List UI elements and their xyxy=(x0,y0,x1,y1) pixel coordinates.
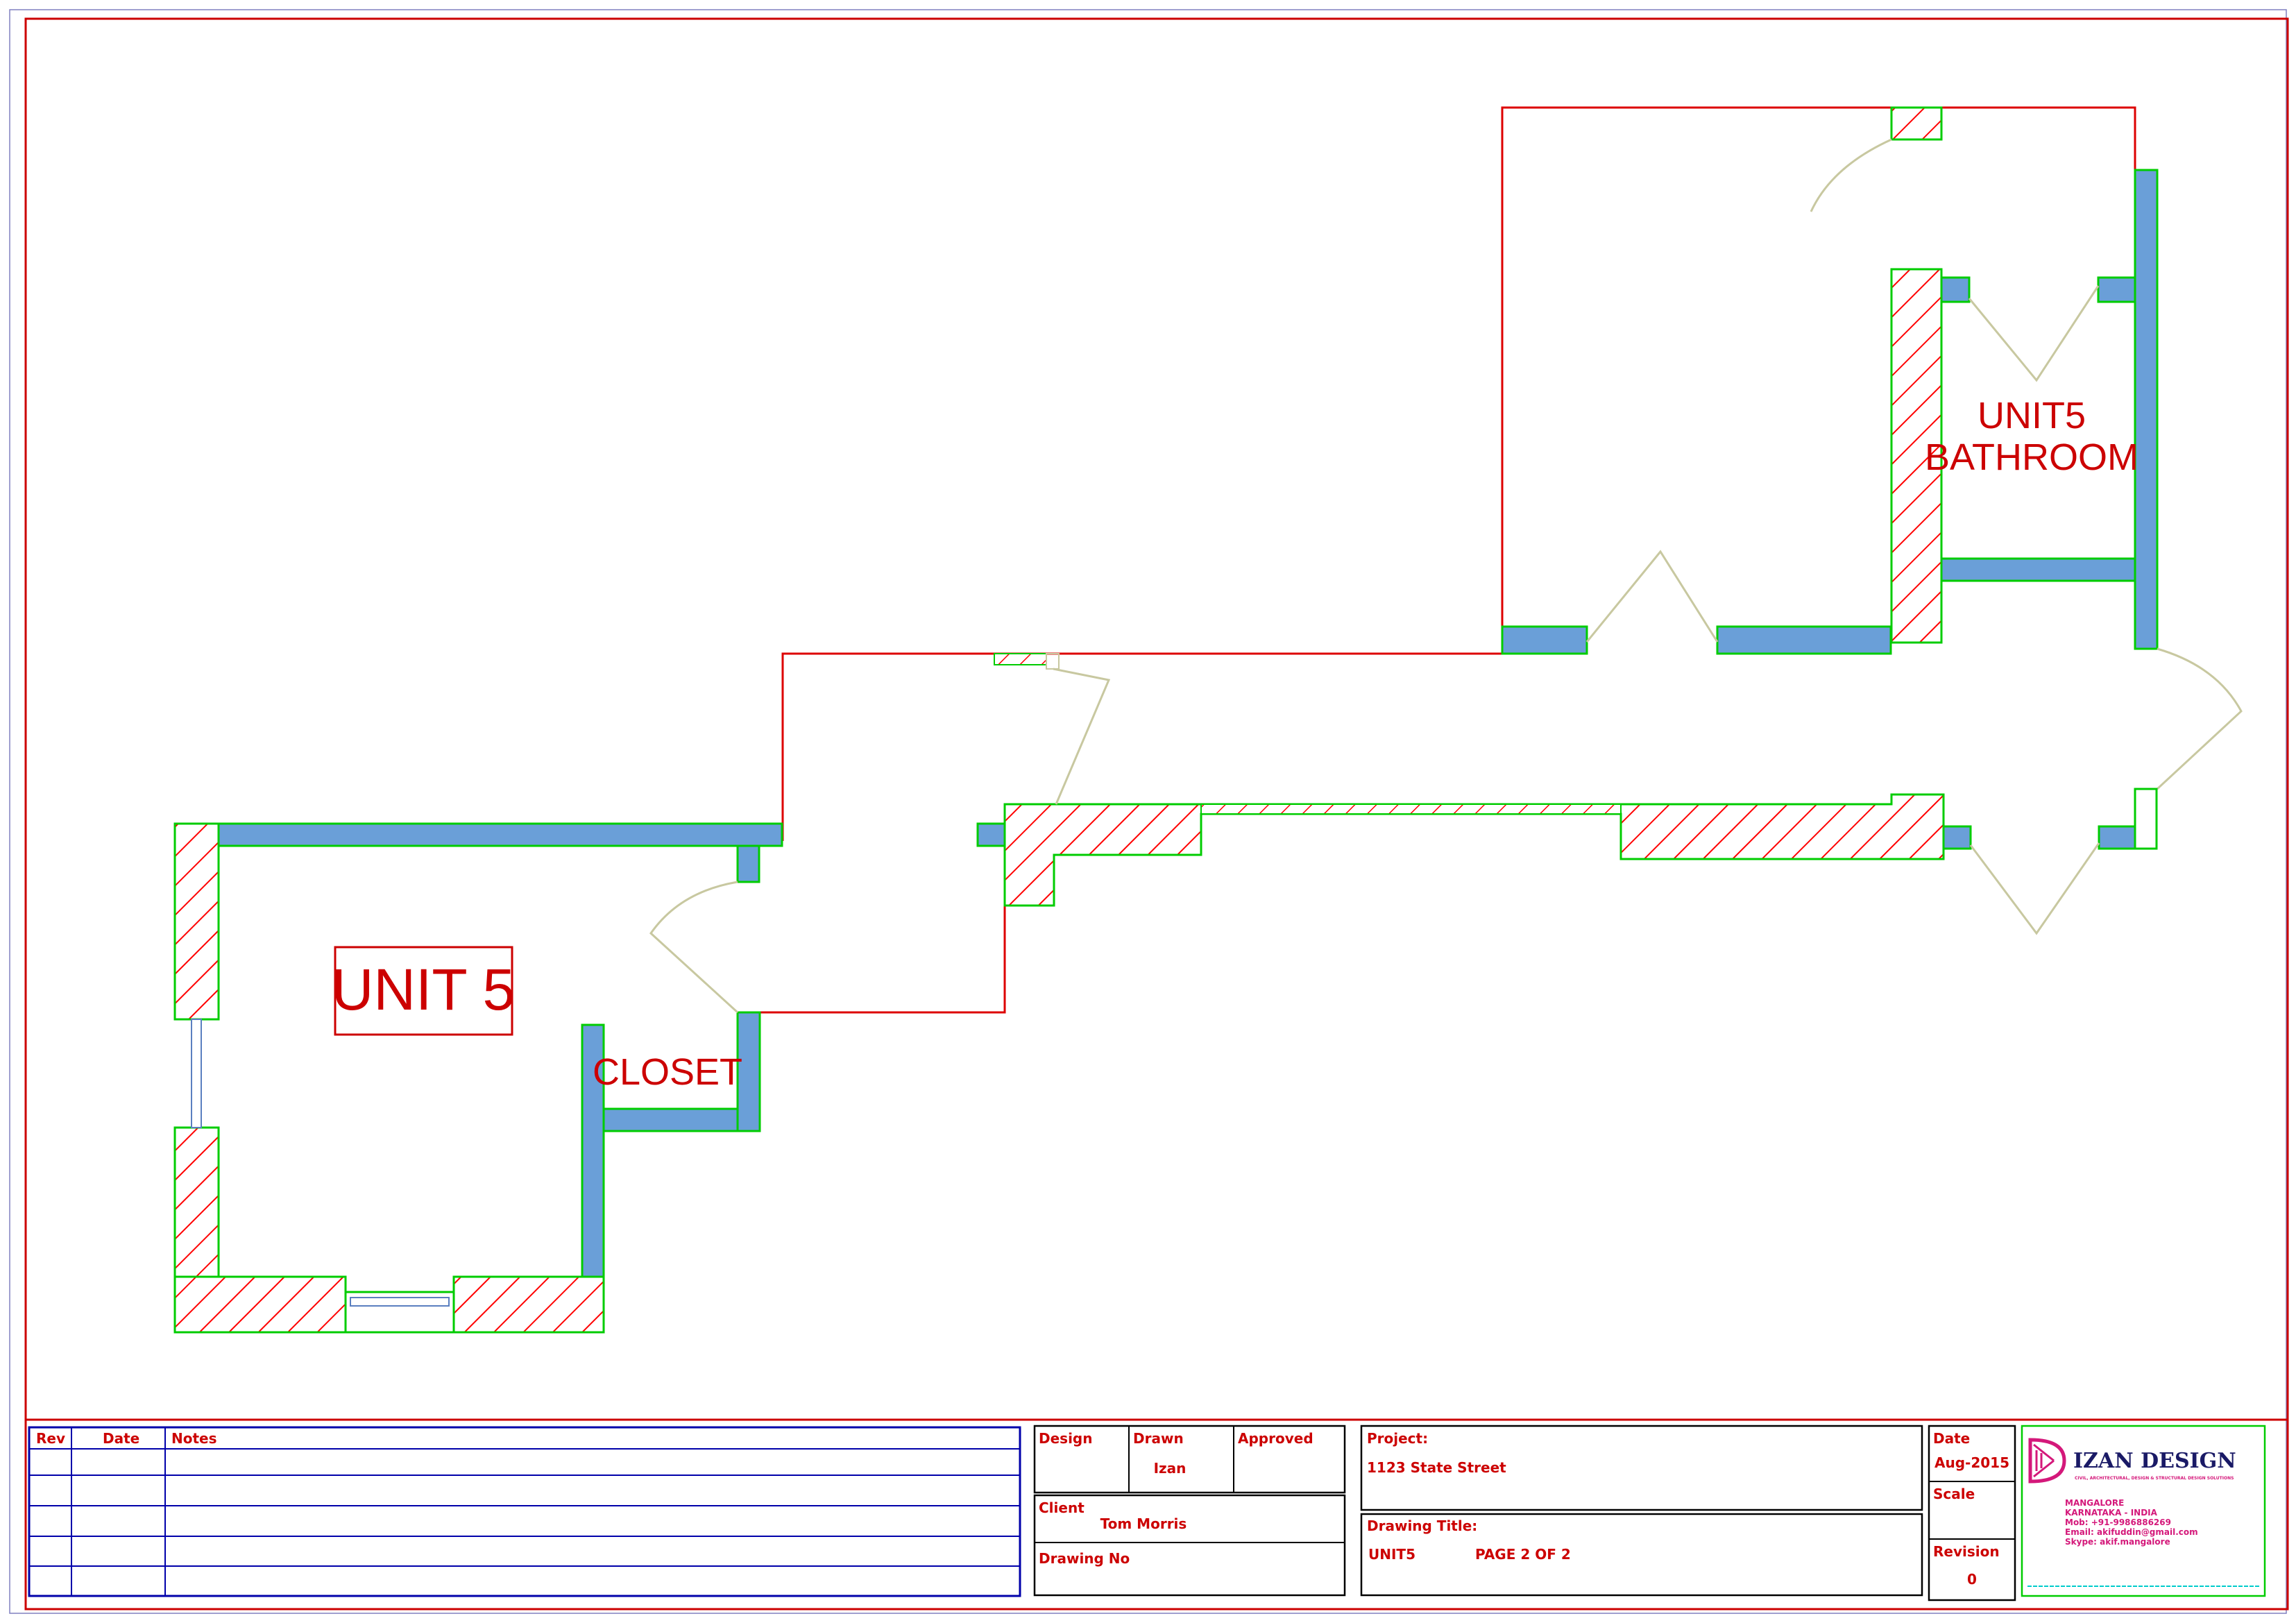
approved-label: Approved xyxy=(1238,1430,1313,1447)
client-value: Tom Morris xyxy=(1100,1515,1187,1532)
bathroom-label-line2: BATHROOM xyxy=(1925,436,2138,478)
closet-door-swing xyxy=(649,881,739,1014)
design-block: Design Drawn Izan Approved Client Tom Mo… xyxy=(1033,1425,1346,1597)
scale-label: Scale xyxy=(1933,1486,1975,1502)
unit5-partitions xyxy=(217,822,783,1278)
unit-label-box xyxy=(334,946,513,1036)
corridor-wall xyxy=(976,793,1972,907)
wall-stub xyxy=(994,653,1047,665)
drawing-title-value: UNIT5 xyxy=(1368,1546,1415,1563)
project-value: 1123 State Street xyxy=(1367,1459,1506,1476)
client-label: Client xyxy=(1039,1499,1085,1516)
revision-table: Rev Date Notes xyxy=(28,1426,1021,1597)
revision-label: Revision xyxy=(1933,1543,2000,1560)
date-header: Date xyxy=(103,1430,139,1447)
drawn-value: Izan xyxy=(1154,1460,1187,1477)
corridor-door-leaf xyxy=(1053,668,1111,805)
revision-value: 0 xyxy=(1967,1571,1977,1588)
company-tagline: CIVIL, ARCHITECTURAL, DESIGN & STRUCTURA… xyxy=(2075,1476,2234,1481)
bathroom-label-line1: UNIT5 xyxy=(1978,395,2086,436)
drawing-no-label: Drawing No xyxy=(1039,1550,1130,1567)
rev-header: Rev xyxy=(36,1430,65,1447)
company-name: IZAN DESIGN xyxy=(2073,1449,2236,1473)
date-value: Aug-2015 xyxy=(1934,1454,2009,1471)
project-label: Project: xyxy=(1367,1430,1428,1447)
closet-outline xyxy=(760,902,1006,1014)
company-email: Email: akifuddin@gmail.com xyxy=(2065,1527,2198,1537)
sheet-border xyxy=(9,9,2289,1614)
upper-room-partitions xyxy=(1501,550,1892,655)
closet-label: CLOSET xyxy=(593,1051,742,1093)
company-city: MANGALORE xyxy=(2065,1498,2124,1508)
company-state: KARNATAKA - INDIA xyxy=(2065,1508,2158,1518)
design-label: Design xyxy=(1039,1430,1092,1447)
date-block: Date Aug-2015 Scale Revision 0 xyxy=(1928,1425,2016,1601)
unit-label: UNIT 5 xyxy=(332,957,516,1022)
page-value: PAGE 2 OF 2 xyxy=(1475,1546,1571,1563)
company-mobile: Mob: +91-9986886269 xyxy=(2065,1518,2171,1527)
project-block: Project: 1123 State Street Drawing Title… xyxy=(1360,1425,1923,1597)
notes-header: Notes xyxy=(171,1430,217,1447)
floor-plan: UNIT 5 CLOSET UNIT5 BATHROOM xyxy=(173,106,2243,1334)
company-block: IZAN DESIGN CIVIL, ARCHITECTURAL, DESIGN… xyxy=(2021,1425,2266,1597)
company-skype: Skype: akif.mangalore xyxy=(2065,1537,2170,1547)
unit5-walls xyxy=(173,822,605,1334)
bathroom xyxy=(1810,106,2243,935)
drawn-label: Drawn xyxy=(1133,1430,1184,1447)
company-logo-icon xyxy=(2028,1438,2066,1484)
date-label: Date xyxy=(1933,1430,1970,1447)
wall-stub-jamb xyxy=(1046,653,1060,670)
room-outline xyxy=(781,106,2136,841)
drawing-title-label: Drawing Title: xyxy=(1367,1518,1477,1534)
